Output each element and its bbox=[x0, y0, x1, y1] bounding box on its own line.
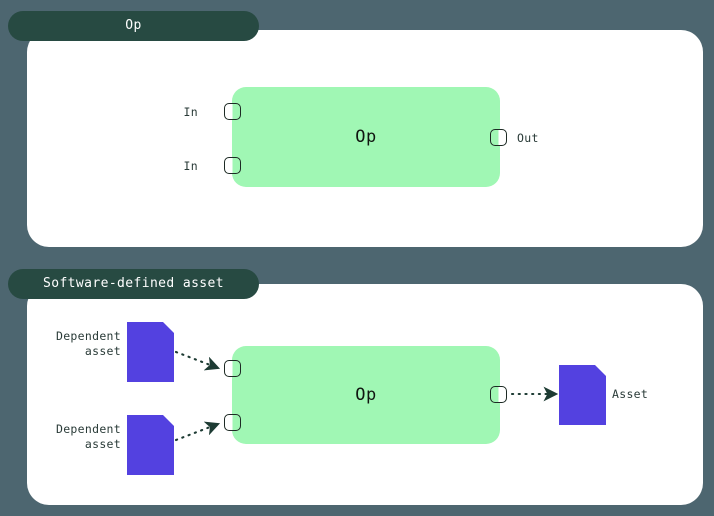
op-box-top[interactable]: Op bbox=[232, 87, 500, 187]
tab-op[interactable]: Op bbox=[8, 11, 259, 41]
document-icon[interactable] bbox=[127, 415, 174, 479]
input-port-1[interactable] bbox=[224, 103, 241, 120]
document-icon[interactable] bbox=[127, 322, 174, 386]
document-icon[interactable] bbox=[559, 365, 606, 429]
dependent-asset-label-1-line1: Dependent bbox=[55, 329, 121, 343]
dependent-asset-label-1-line2: asset bbox=[84, 344, 121, 358]
output-port-1-label: Out bbox=[517, 131, 539, 145]
op-box-bottom-label: Op bbox=[355, 385, 377, 405]
asset-input-port-1[interactable] bbox=[224, 360, 241, 377]
output-asset-label: Asset bbox=[612, 387, 649, 401]
asset-output-port-1[interactable] bbox=[490, 386, 507, 403]
op-box-top-label: Op bbox=[355, 127, 377, 147]
op-box-bottom[interactable]: Op bbox=[232, 346, 500, 444]
input-port-2[interactable] bbox=[224, 157, 241, 174]
dependent-asset-label-2: Dependent asset bbox=[56, 422, 121, 452]
input-port-2-label: In bbox=[183, 159, 198, 173]
dependent-asset-label-2-line2: asset bbox=[84, 437, 121, 451]
input-port-1-label: In bbox=[183, 105, 198, 119]
dependent-asset-label-2-line1: Dependent bbox=[55, 422, 121, 436]
asset-input-port-2[interactable] bbox=[224, 414, 241, 431]
dependent-asset-label-1: Dependent asset bbox=[56, 329, 121, 359]
tab-software-defined-asset[interactable]: Software-defined asset bbox=[8, 269, 259, 299]
output-port-1[interactable] bbox=[490, 129, 507, 146]
